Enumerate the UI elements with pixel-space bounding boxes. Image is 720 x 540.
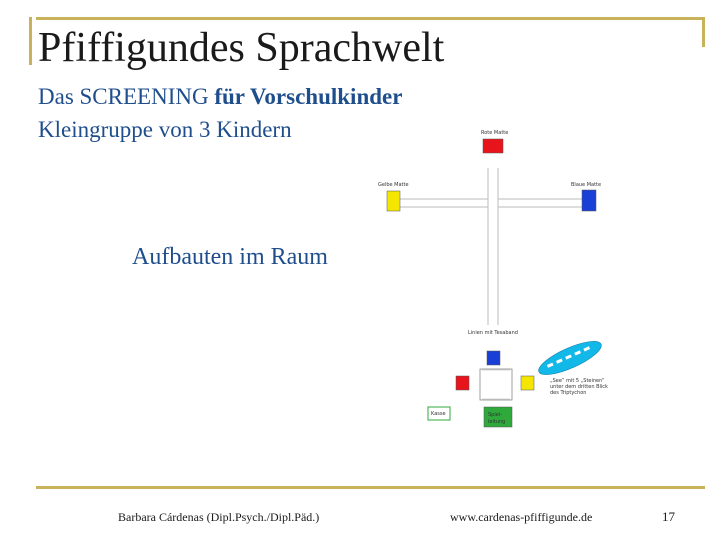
green-filled-label-2: leitung (488, 419, 505, 425)
footer-author: Barbara Cárdenas (Dipl.Psych./Dipl.Päd.) (118, 510, 320, 524)
yellow-mat-label: Gelbe Matte (378, 182, 409, 188)
subtitle-bold: für Vorschulkinder (214, 84, 403, 109)
room-layout-diagram: Rote Matte Gelbe Matte Blaue Matte Linie… (378, 130, 608, 428)
green-filled-box (483, 406, 513, 428)
slide-title: Pfiffigundes Sprachwelt (38, 25, 445, 71)
lake-label-line-1: „See“ mit 5 „Steinen“ (550, 378, 605, 384)
small-blue-mat (486, 350, 501, 366)
green-outlined-box (427, 406, 451, 421)
slide-subtitle-2: Kleingruppe von 3 Kindern (38, 117, 292, 142)
green-box-label: Kasse (431, 411, 446, 417)
tape-label: Linien mit Tesaband (468, 330, 518, 336)
green-filled-label-1: Spiel- (488, 412, 502, 418)
lake-label-line-2: unter dem dritten Blick (550, 384, 608, 390)
lake-label-line-3: des Triptychon (550, 390, 586, 396)
footer-website: www.cardenas-pfiffigunde.de (450, 510, 593, 524)
lake-with-stones (538, 341, 602, 375)
slide-subtitle: Das SCREENING für Vorschulkinder (38, 84, 402, 110)
subtitle-plain: Das SCREENING (38, 84, 215, 109)
table (479, 368, 513, 401)
small-yellow-mat (520, 375, 535, 391)
frame-top-line (36, 17, 705, 20)
frame-left-line (29, 17, 32, 65)
red-mat (482, 138, 504, 154)
center-label: Aufbauten im Raum (132, 244, 328, 270)
yellow-mat (386, 190, 401, 212)
footer-line (36, 486, 705, 489)
small-red-mat (455, 375, 470, 391)
red-mat-label: Rote Matte (481, 130, 508, 136)
blue-mat-label: Blaue Matte (571, 182, 601, 188)
frame-right-line (702, 17, 705, 47)
page-number: 17 (662, 509, 675, 524)
blue-mat (581, 189, 597, 212)
